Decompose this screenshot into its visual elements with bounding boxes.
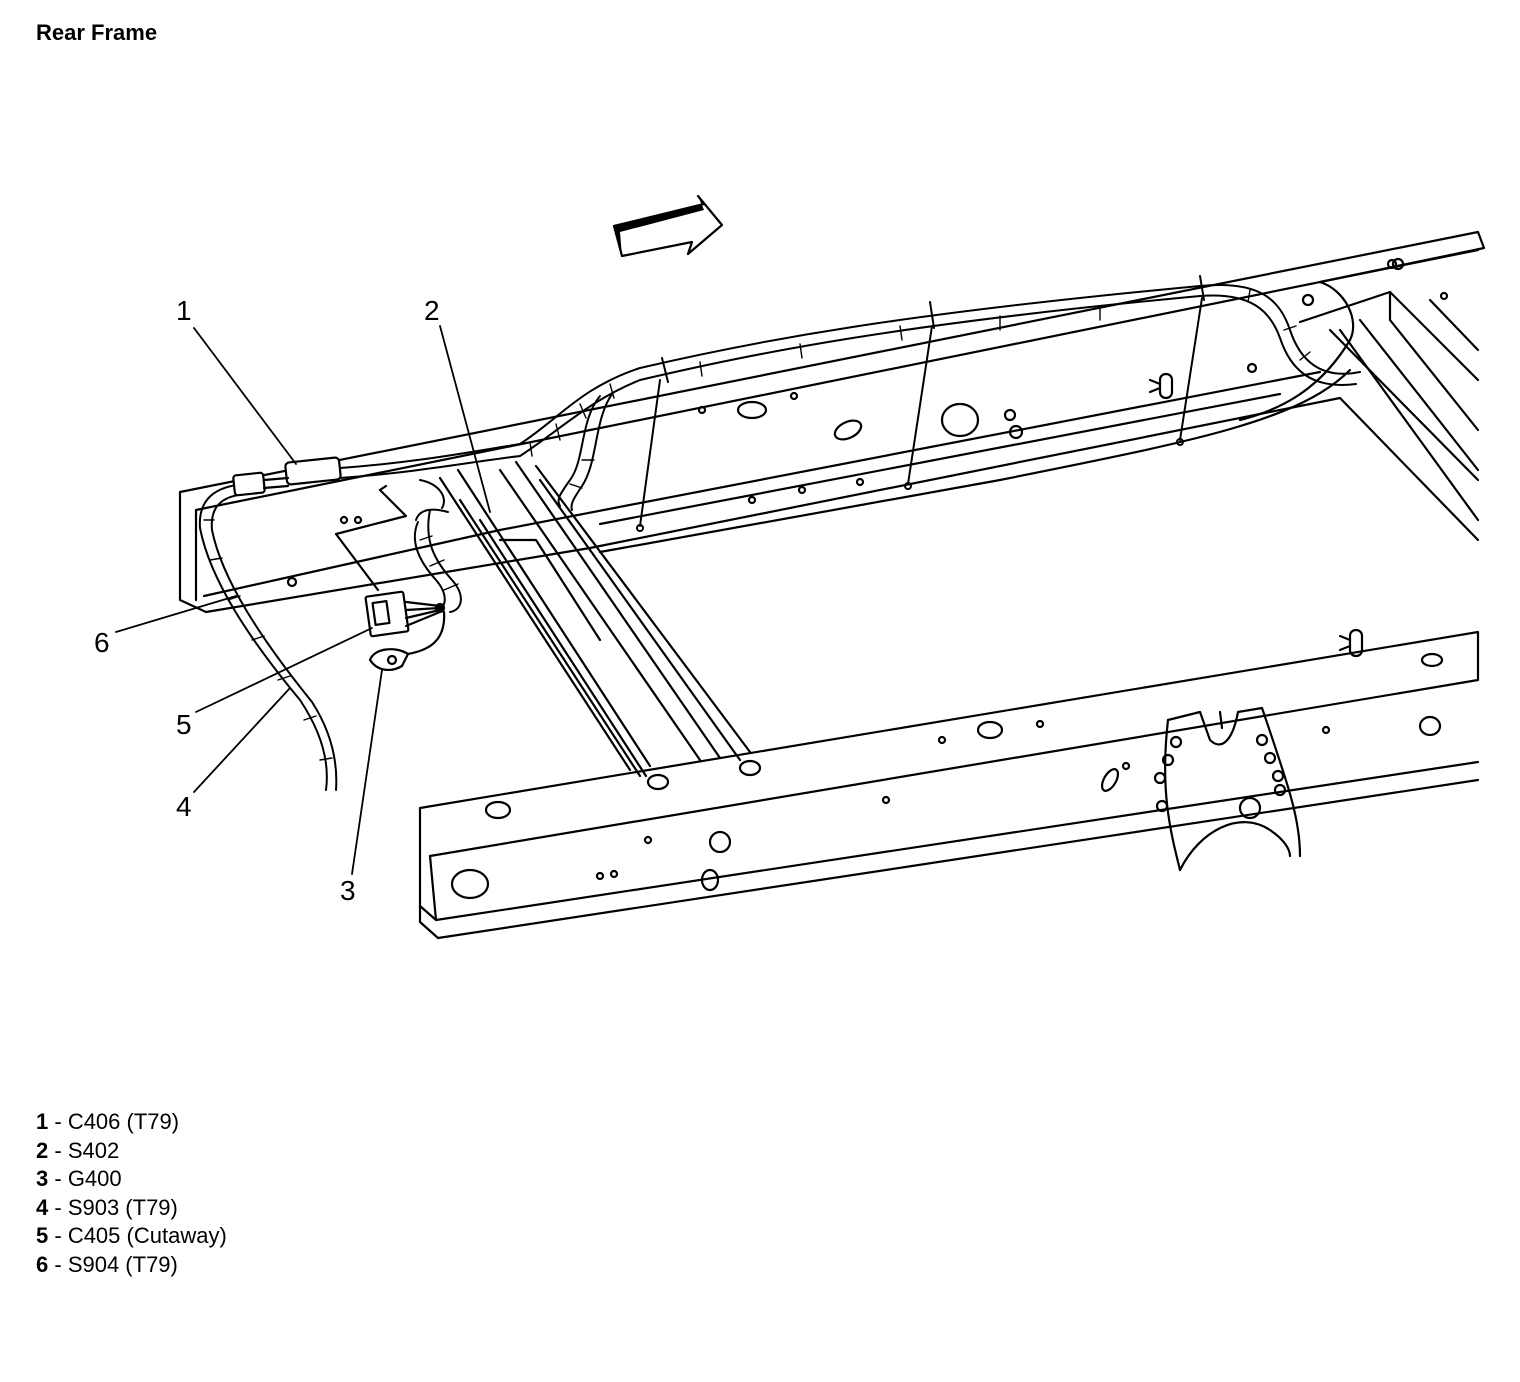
leader-lines — [115, 325, 491, 875]
callout-number: 4 — [176, 791, 192, 822]
callout-legend: 1 - C406 (T79) 2 - S402 3 - G400 4 - S90… — [36, 1108, 227, 1280]
callout-number: 3 — [340, 875, 356, 906]
legend-separator: - — [48, 1251, 68, 1277]
legend-code: S402 — [67, 1137, 120, 1163]
connector-c405 — [364, 590, 446, 638]
legend-code: S903 (T79) — [67, 1194, 178, 1220]
legend-number: 4 — [36, 1194, 49, 1220]
legend-code: C406 (T79) — [67, 1109, 180, 1134]
ground-g400 — [368, 610, 446, 672]
callout-number: 1 — [176, 295, 192, 326]
legend-item: 2 - S402 — [36, 1137, 227, 1166]
near-frame-rail — [418, 628, 1480, 940]
callout-number: 6 — [94, 627, 110, 658]
legend-separator: - — [48, 1166, 68, 1192]
legend-item: 5 - C405 (Cutaway) — [36, 1222, 227, 1251]
legend-code: C405 (Cutaway) — [67, 1223, 227, 1249]
far-frame-rail — [178, 230, 1486, 614]
legend-item: 4 - S903 (T79) — [36, 1194, 227, 1223]
callout-number: 2 — [424, 295, 440, 326]
legend-separator: - — [48, 1109, 68, 1134]
legend-item: 6 - S904 (T79) — [36, 1251, 227, 1280]
connector-c406 — [232, 456, 342, 497]
legend-separator: - — [48, 1137, 68, 1163]
legend-code: S904 (T79) — [67, 1251, 178, 1277]
legend-number: 3 — [36, 1166, 49, 1192]
legend-number: 2 — [36, 1137, 49, 1163]
legend-separator: - — [48, 1223, 68, 1249]
callout-number: 5 — [176, 709, 192, 740]
cross-member — [438, 318, 1480, 778]
legend-code: G400 — [67, 1166, 122, 1192]
wiring-harness — [198, 275, 1361, 791]
splice-s402 — [334, 484, 408, 592]
legend-number: 6 — [36, 1251, 49, 1277]
direction-arrow-icon — [612, 194, 724, 258]
legend-item: 3 - G400 — [36, 1165, 227, 1194]
legend-number: 1 — [36, 1109, 49, 1134]
legend-separator: - — [48, 1194, 68, 1220]
diagram-title: Rear Frame — [36, 20, 158, 45]
legend-item: 1 - C406 (T79) — [36, 1108, 227, 1137]
legend-number: 5 — [36, 1223, 49, 1249]
